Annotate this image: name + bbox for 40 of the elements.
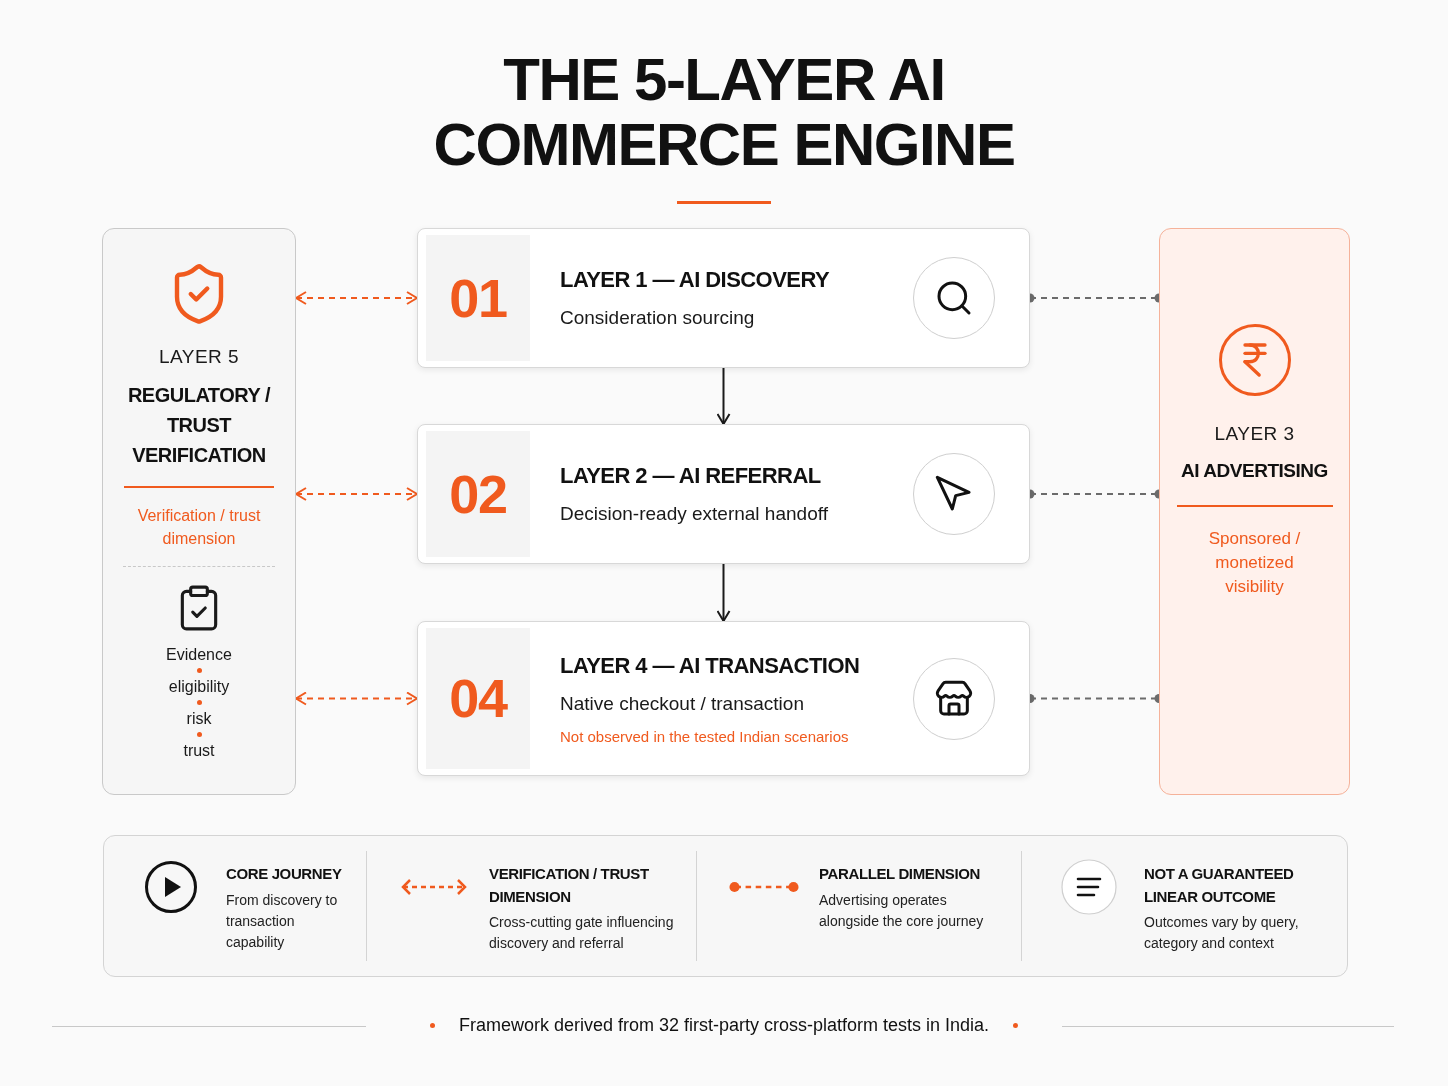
layer-number: LAYER 5 xyxy=(158,345,240,369)
arrow xyxy=(716,563,731,622)
legend-heading: NOT A GUARANTEED LINEAR OUTCOME xyxy=(1144,864,1295,907)
legend-heading: PARALLEL DIMENSION xyxy=(819,864,982,884)
layer-number: 02 xyxy=(449,462,507,526)
layer-description: Sponsored / monetized visibility xyxy=(1207,528,1302,598)
layer-description: Decision-ready external handoff xyxy=(560,502,829,527)
legend-description: Advertising operates alongside the core journey xyxy=(819,890,985,931)
layer-description: Verification / trust dimension xyxy=(136,505,262,549)
layer-note: Not observed in the tested Indian scenarios xyxy=(560,727,850,747)
layer-title: AI ADVERTISING xyxy=(1181,458,1328,483)
factor-text: eligibility xyxy=(168,677,230,697)
factor-text: risk xyxy=(186,709,212,729)
layer-description: Native checkout / transaction xyxy=(560,691,805,716)
caption: Framework derived from 32 first-party cross-platform tests in India. xyxy=(458,1014,990,1037)
factor-text: trust xyxy=(183,741,215,761)
arrow xyxy=(716,367,731,425)
legend-heading: VERIFICATION / TRUST DIMENSION xyxy=(489,864,650,907)
layer-card xyxy=(417,228,1030,368)
legend-description: Outcomes vary by query, category and context xyxy=(1144,913,1300,953)
layer-number: 01 xyxy=(449,266,507,330)
title: THE 5-LAYER AI COMMERCE ENGINE xyxy=(432,48,1016,178)
layer-panel xyxy=(1159,228,1350,795)
legend-description: From discovery to transaction capability xyxy=(226,890,339,952)
layer-title: LAYER 4 — AI TRANSACTION xyxy=(560,651,861,680)
factor-text: Evidence xyxy=(166,644,232,665)
legend-heading: CORE JOURNEY xyxy=(226,864,343,884)
layer-number: LAYER 3 xyxy=(1214,422,1295,447)
legend-description: Cross-cutting gate influencing discovery and referral xyxy=(489,913,675,953)
layer-panel xyxy=(102,228,296,795)
layer-title: REGULATORY / TRUST VERIFICATION xyxy=(126,382,272,468)
layer-number: 04 xyxy=(449,667,507,730)
layer-title: LAYER 1 — AI DISCOVERY xyxy=(560,266,831,295)
layer-description: Consideration sourcing xyxy=(560,306,756,331)
layer-card xyxy=(417,424,1030,564)
arrow xyxy=(295,291,418,305)
arrow xyxy=(295,487,418,501)
layer-card xyxy=(417,621,1030,776)
arrow xyxy=(295,691,418,706)
layer-title: LAYER 2 — AI REFERRAL xyxy=(560,462,822,491)
